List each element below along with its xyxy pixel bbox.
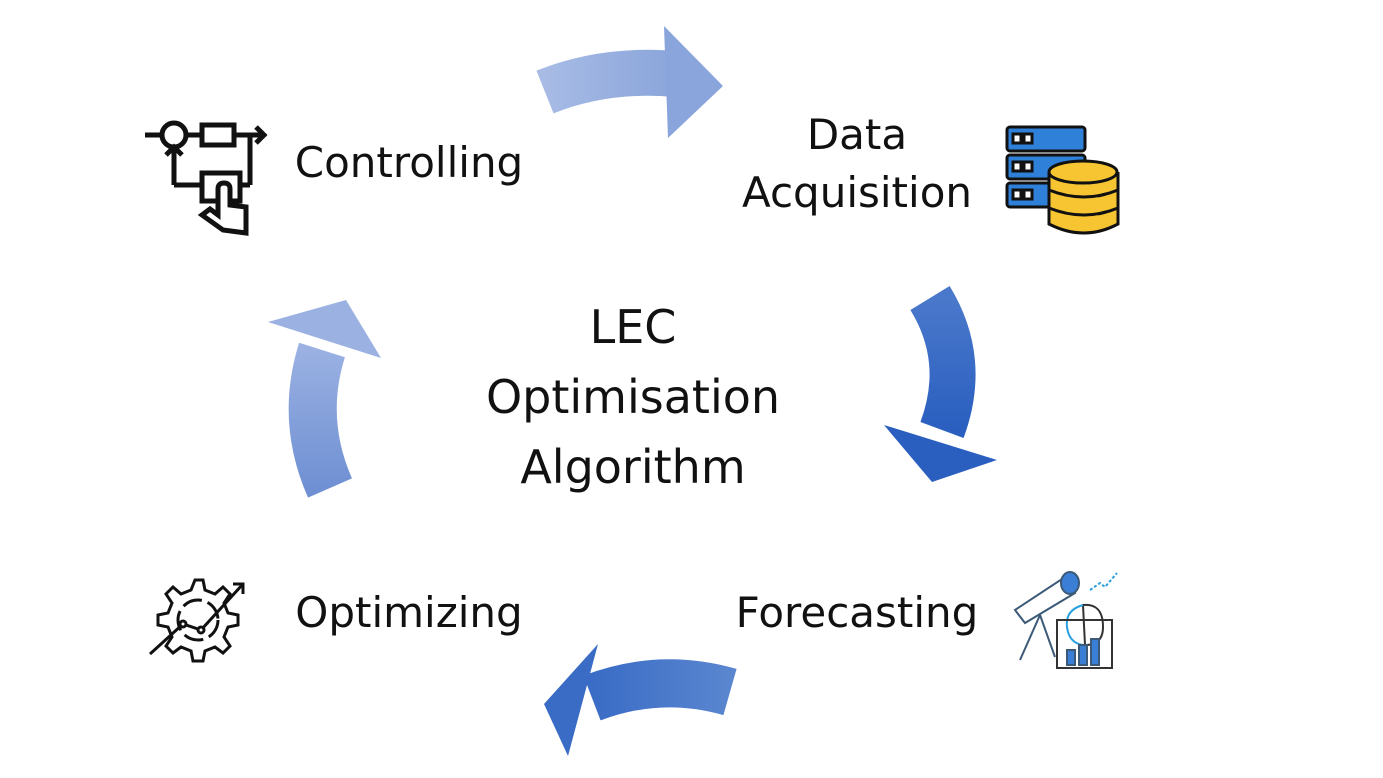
step-data-acquisition: Data Acquisition — [730, 106, 984, 222]
gear-trend-icon — [148, 578, 245, 663]
center-title-line1: LEC — [589, 300, 677, 354]
arrow-left — [268, 300, 381, 498]
arrow-right — [884, 285, 997, 482]
data-acquisition-line2: Acquisition — [741, 168, 973, 217]
step-forecasting: Forecasting — [735, 588, 979, 637]
arrow-top — [536, 26, 723, 138]
center-title-line3: Algorithm — [520, 440, 746, 494]
database-server-icon — [1005, 125, 1120, 235]
arrow-bottom — [544, 644, 737, 756]
data-acquisition-line1: Data — [806, 110, 908, 159]
center-title: LEC Optimisation Algorithm — [460, 292, 806, 502]
telescope-analytics-icon — [1013, 571, 1118, 669]
center-title-line2: Optimisation — [485, 370, 781, 424]
step-controlling: Controlling — [294, 138, 524, 187]
control-loop-hand-icon — [145, 120, 268, 236]
step-optimizing: Optimizing — [295, 588, 523, 637]
